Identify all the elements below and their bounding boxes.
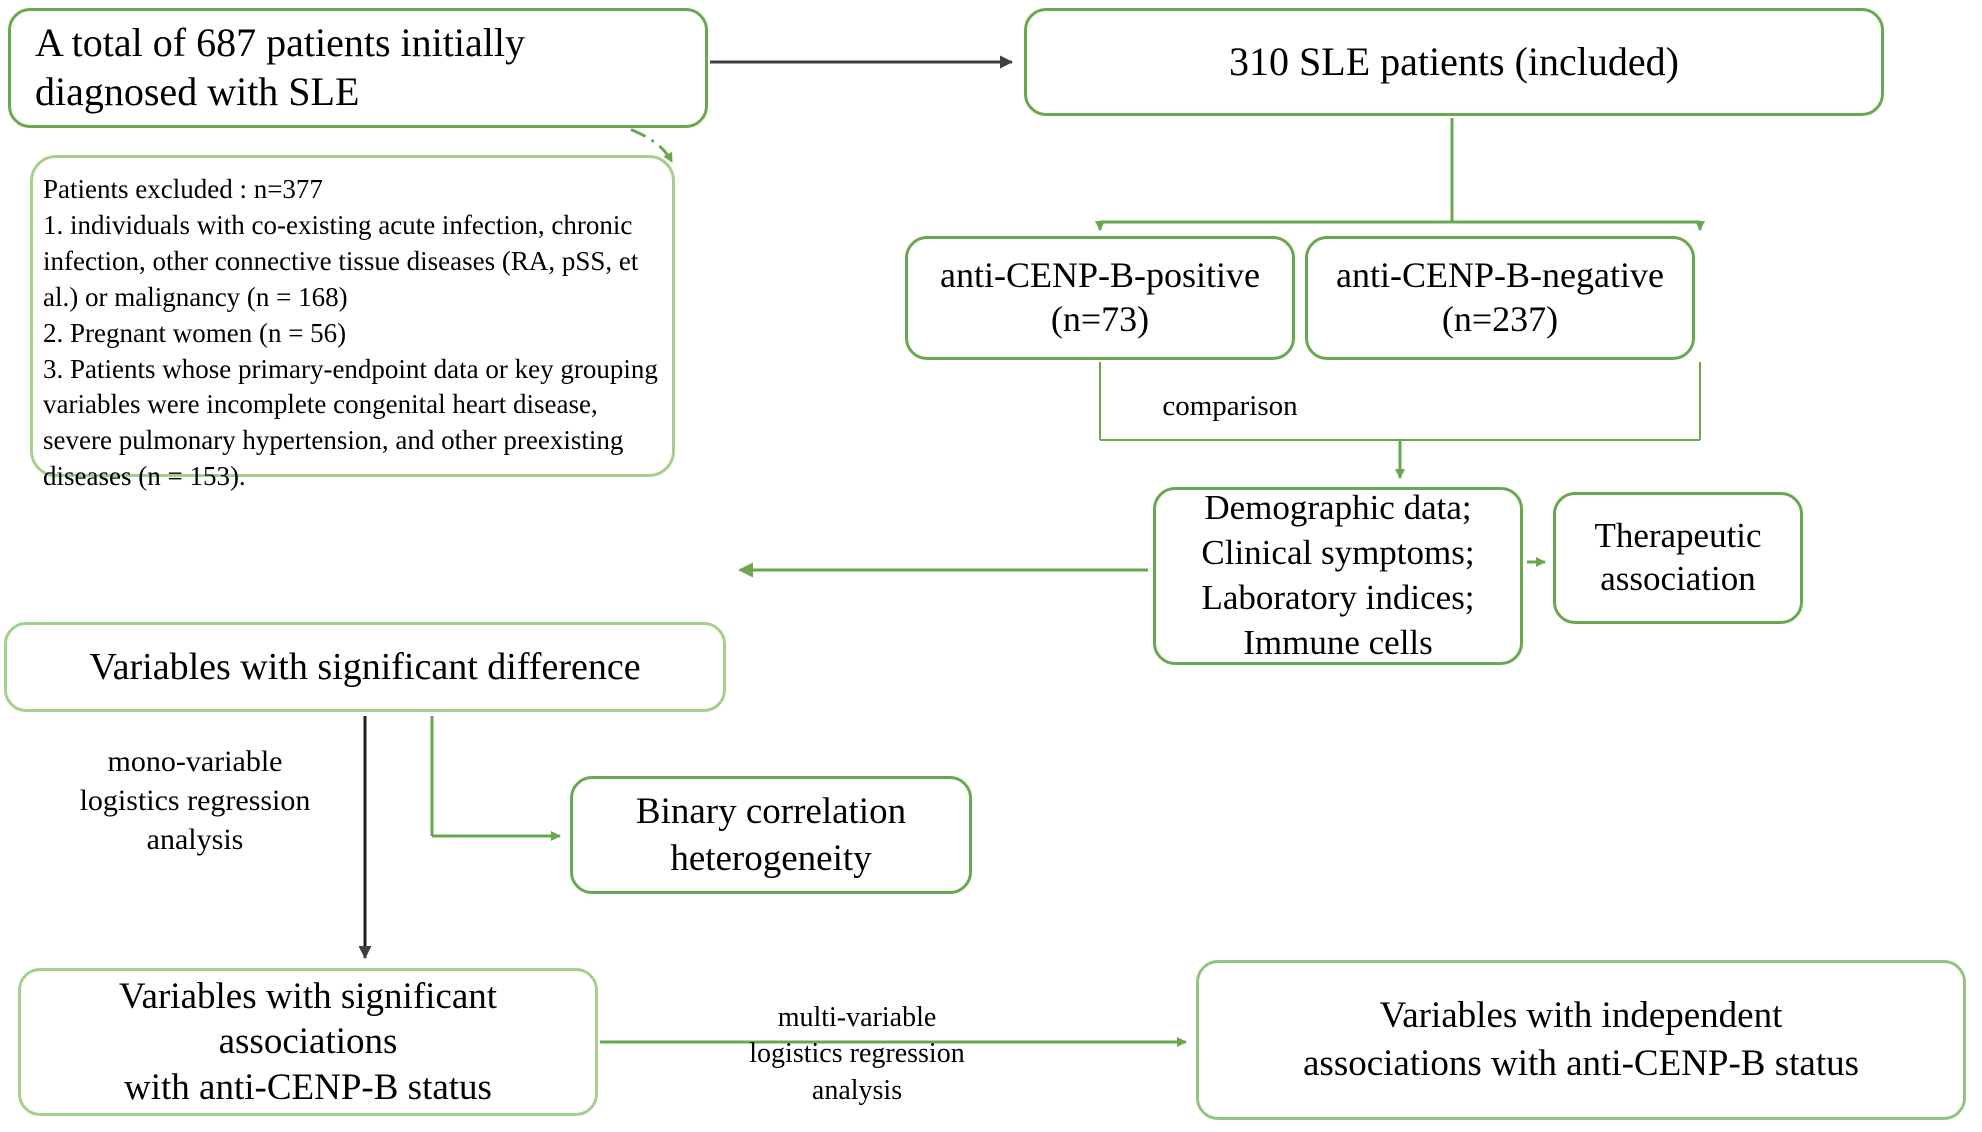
node-included-sle-patients-label: 310 SLE patients (included) <box>1229 38 1679 84</box>
node-significant-difference[interactable]: Variables with significant difference <box>4 622 726 712</box>
node-cenp-b-positive-label: anti-CENP-B-positive (n=73) <box>940 255 1260 339</box>
edge-label-comparison: comparison <box>1162 390 1298 422</box>
node-significant-associations[interactable]: Variables with significant associations … <box>18 968 598 1116</box>
node-binary-correlation[interactable]: Binary correlation heterogeneity <box>570 776 972 894</box>
node-significant-difference-label: Variables with significant difference <box>89 645 641 688</box>
node-demographic-data-label: Demographic data; Clinical symptoms; Lab… <box>1201 488 1475 662</box>
node-total-patients-label: A total of 687 patients initially diagno… <box>35 20 525 114</box>
node-independent-associations[interactable]: Variables with independent associations … <box>1196 960 1966 1120</box>
node-cenp-b-positive[interactable]: anti-CENP-B-positive (n=73) <box>905 236 1295 360</box>
node-total-patients[interactable]: A total of 687 patients initially diagno… <box>8 8 708 128</box>
node-excluded-patients-label: Patients excluded : n=377 1. individuals… <box>43 174 658 492</box>
node-therapeutic-association[interactable]: Therapeutic association <box>1553 492 1803 624</box>
edge-label-mono-variable: mono-variable logistics regression analy… <box>79 745 311 856</box>
node-included-sle-patients[interactable]: 310 SLE patients (included) <box>1024 8 1884 116</box>
node-excluded-patients[interactable]: Patients excluded : n=377 1. individuals… <box>30 155 675 491</box>
node-demographic-data[interactable]: Demographic data; Clinical symptoms; Lab… <box>1153 487 1523 665</box>
edge-comparison <box>1099 362 1701 479</box>
node-significant-associations-label: Variables with significant associations … <box>118 976 498 1108</box>
node-cenp-b-negative[interactable]: anti-CENP-B-negative (n=237) <box>1305 236 1695 360</box>
node-cenp-b-negative-label: anti-CENP-B-negative (n=237) <box>1336 255 1664 339</box>
edge-included-split <box>1095 118 1705 231</box>
node-binary-correlation-label: Binary correlation heterogeneity <box>635 790 907 879</box>
edge-label-multi-variable: multi-variable logistics regression anal… <box>749 1002 965 1106</box>
edge-sigdiff-to-binary <box>430 716 561 841</box>
node-independent-associations-label: Variables with independent associations … <box>1303 994 1859 1084</box>
node-therapeutic-association-label: Therapeutic association <box>1594 516 1762 598</box>
